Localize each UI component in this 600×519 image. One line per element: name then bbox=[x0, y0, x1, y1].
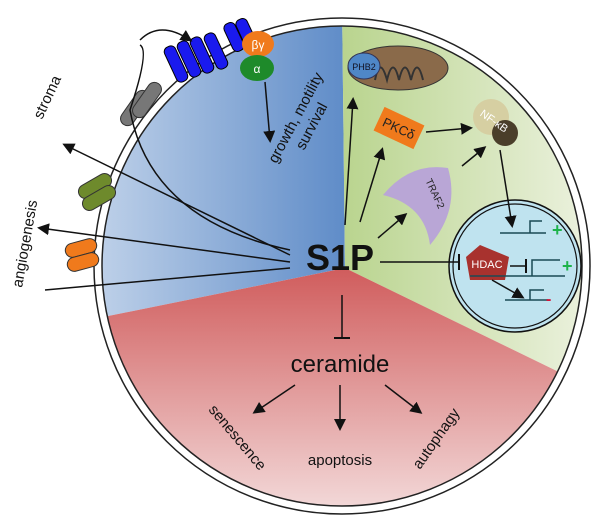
g-beta-gamma bbox=[242, 31, 274, 57]
blue-sector bbox=[102, 26, 345, 338]
svg-text:+: + bbox=[552, 220, 563, 240]
green-receptor bbox=[77, 173, 117, 211]
phb2 bbox=[347, 52, 381, 80]
svg-text:α: α bbox=[254, 62, 261, 76]
orange-receptor bbox=[64, 238, 100, 272]
inner-membrane bbox=[101, 25, 583, 507]
gpcr-receptors bbox=[163, 18, 257, 83]
hdac bbox=[466, 245, 509, 280]
svg-text:+: + bbox=[562, 256, 573, 276]
s1p-label: S1P bbox=[306, 237, 374, 278]
svg-text:HDAC: HDAC bbox=[471, 259, 502, 271]
svg-text:βγ: βγ bbox=[252, 38, 265, 52]
ceramide-label: ceramide bbox=[291, 351, 390, 378]
gray-receptor bbox=[120, 81, 162, 127]
svg-text:apoptosis: apoptosis bbox=[308, 452, 372, 469]
svg-text:PHB2: PHB2 bbox=[352, 62, 376, 72]
svg-text:-: - bbox=[546, 291, 551, 308]
g-alpha bbox=[240, 55, 274, 81]
svg-text:stroma: stroma bbox=[30, 72, 65, 121]
svg-text:angiogenesis: angiogenesis bbox=[9, 199, 41, 289]
traf2 bbox=[383, 167, 452, 245]
